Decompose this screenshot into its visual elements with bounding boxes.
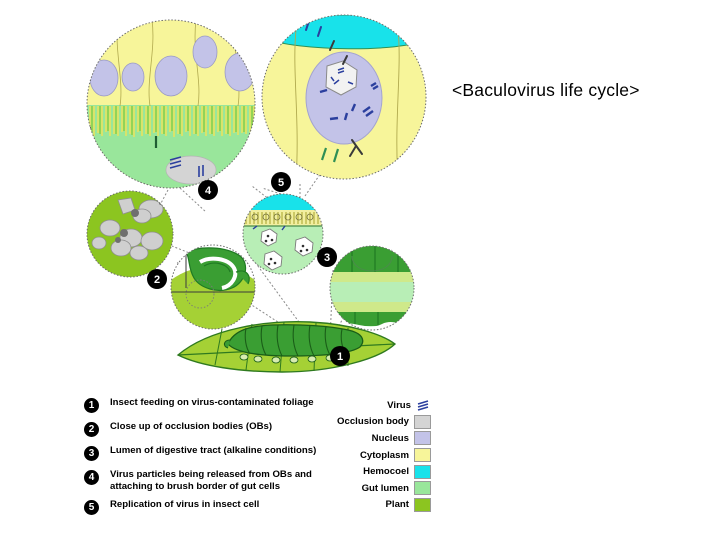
- color-key: Virus Occlusion body Nucleus Cytoplasm H…: [326, 397, 431, 513]
- gut-cross-section-illustration: [329, 245, 415, 331]
- legend-badge-1: 1: [84, 398, 99, 413]
- panel-2-badge[interactable]: [147, 269, 167, 289]
- numbered-legend: 1 Insect feeding on virus-contaminated f…: [84, 397, 349, 524]
- key-label-plant: Plant: [385, 499, 409, 511]
- panel-2-illustration: [86, 190, 174, 278]
- panel-4-illustration: [86, 19, 256, 189]
- svg-text:3: 3: [324, 252, 330, 264]
- legend-label-1: Insect feeding on virus-contaminated fol…: [110, 397, 314, 408]
- swatch-occlusion-body: [414, 414, 431, 429]
- legend-item-5: 5 Replication of virus in insect cell: [84, 499, 349, 524]
- leaf-cutaway-illustration: [170, 244, 256, 330]
- key-label-occlusion-body: Occlusion body: [337, 416, 409, 428]
- legend-badge-3: 3: [84, 446, 99, 461]
- legend-item-3: 3 Lumen of digestive tract (alkaline con…: [84, 445, 349, 470]
- panel-3-illustration: [242, 193, 324, 275]
- panel-1-illustration: [176, 321, 397, 373]
- page-title: <Baculovirus life cycle>: [452, 80, 640, 100]
- panel-1-badge[interactable]: [330, 346, 350, 366]
- virus-rods-icon: [416, 399, 431, 412]
- key-item-gut-lumen: Gut lumen: [326, 480, 431, 497]
- panel-badges: 1 2 3 4 5: [147, 172, 350, 366]
- key-label-gut-lumen: Gut lumen: [361, 482, 409, 494]
- svg-text:1: 1: [337, 351, 343, 363]
- legend-item-1: 1 Insect feeding on virus-contaminated f…: [84, 397, 349, 422]
- legend-label-2: Close up of occlusion bodies (OBs): [110, 421, 273, 432]
- swatch-cytoplasm: [414, 448, 431, 463]
- svg-text:5: 5: [278, 177, 284, 189]
- swatch-hemocoel: [414, 464, 431, 479]
- swatch-gut-lumen: [414, 481, 431, 496]
- panel-5-badge[interactable]: [271, 172, 291, 192]
- svg-text:4: 4: [205, 185, 212, 197]
- legend-badge-2: 2: [84, 422, 99, 437]
- key-label-cytoplasm: Cytoplasm: [359, 449, 409, 461]
- legend-badge-4: 4: [84, 470, 99, 485]
- legend-label-5: Replication of virus in insect cell: [110, 499, 260, 510]
- panel-4-badge[interactable]: [198, 180, 218, 200]
- key-label-hemocoel: Hemocoel: [363, 466, 409, 478]
- panel-5-illustration: [261, 14, 427, 180]
- key-item-virus: Virus: [326, 397, 431, 414]
- key-item-nucleus: Nucleus: [326, 430, 431, 447]
- panel-3-badge[interactable]: [317, 247, 337, 267]
- key-item-cytoplasm: Cytoplasm: [326, 447, 431, 464]
- legend-badge-5: 5: [84, 500, 99, 515]
- legend-item-4: 4 Virus particles being released from OB…: [84, 469, 349, 500]
- legend-label-4: Virus particles being released from OBs …: [110, 469, 312, 492]
- legend-label-3: Lumen of digestive tract (alkaline condi…: [110, 445, 317, 456]
- swatch-nucleus: [414, 431, 431, 446]
- key-label-virus: Virus: [387, 399, 411, 411]
- key-item-plant: Plant: [326, 497, 431, 514]
- legend-item-2: 2 Close up of occlusion bodies (OBs): [84, 421, 349, 446]
- swatch-plant: [414, 497, 431, 512]
- key-label-nucleus: Nucleus: [371, 432, 409, 444]
- svg-text:2: 2: [154, 274, 160, 286]
- key-item-hemocoel: Hemocoel: [326, 463, 431, 480]
- key-item-occlusion-body: Occlusion body: [326, 414, 431, 431]
